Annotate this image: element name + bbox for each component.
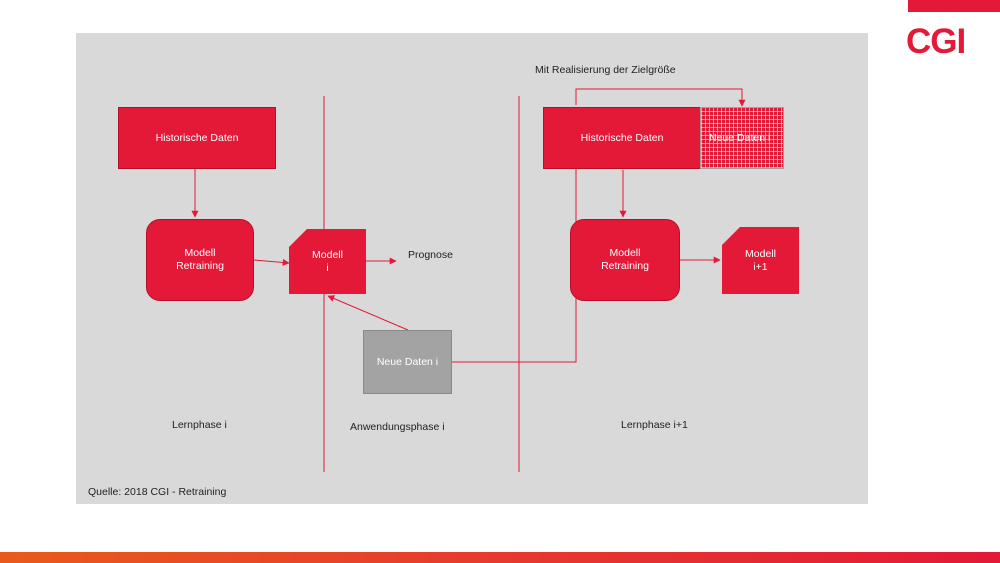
cgi-logo: CGI	[906, 22, 966, 61]
historische-daten-left-label: Historische Daten	[155, 131, 239, 144]
anwendungsphase-i-label: Anwendungsphase i	[350, 421, 445, 433]
prognose-label: Prognose	[408, 249, 453, 261]
lernphase-i1-label: Lernphase i+1	[621, 419, 688, 431]
lernphase-i-label: Lernphase i	[172, 419, 227, 431]
historische-daten-right-label: Historische Daten	[580, 131, 664, 144]
arrow-neue-daten-to-modell-i	[327, 295, 409, 331]
modell-retraining-right-label: Modell Retraining	[601, 247, 649, 272]
modell-retraining-left-label: Modell Retraining	[176, 247, 224, 272]
line-neue-daten-to-right	[452, 165, 577, 363]
neue-daten-grey-label: Neue Daten i	[376, 355, 439, 368]
arrow-retrain-to-modell-i	[253, 258, 290, 266]
modell-i-box: Modell i	[289, 229, 366, 294]
neue-daten-hatched-label: Neue Daten i	[709, 132, 771, 144]
neue-daten-hatched-box: Neue Daten i	[700, 107, 784, 169]
bottom-gradient-bar	[0, 552, 1000, 563]
modell-i1-box: Modell i+1	[722, 227, 799, 294]
historische-daten-left-box: Historische Daten	[118, 107, 276, 169]
modell-i1-label: Modell i+1	[745, 247, 776, 273]
modell-i-label: Modell i	[312, 248, 343, 274]
logo-accent-bar	[908, 0, 1000, 12]
neue-daten-grey-box: Neue Daten i	[363, 330, 452, 394]
arrow-realisierung-loop	[575, 88, 746, 107]
source-caption: Quelle: 2018 CGI - Retraining	[88, 486, 227, 498]
modell-retraining-left-box: Modell Retraining	[146, 219, 254, 301]
modell-retraining-right-box: Modell Retraining	[570, 219, 680, 301]
historische-daten-right-box: Historische Daten	[543, 107, 701, 169]
realisierung-label: Mit Realisierung der Zielgröße	[535, 64, 676, 76]
